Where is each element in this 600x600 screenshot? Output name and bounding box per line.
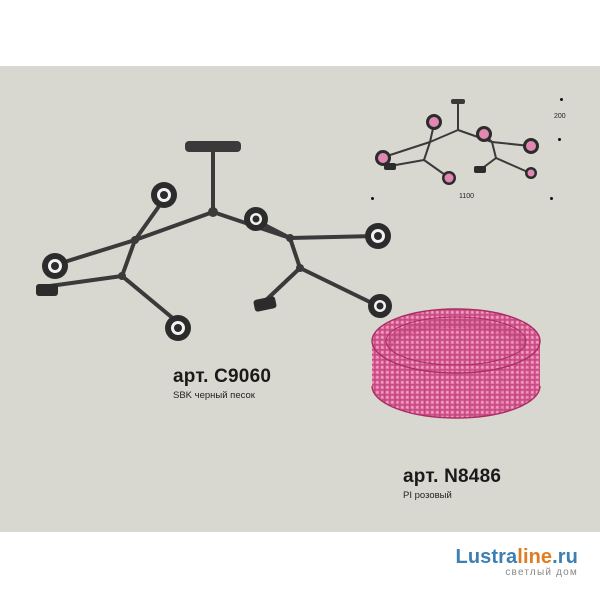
dimension-marker [550,197,553,200]
pink-crystal-shade-image [371,308,541,419]
height-dimension: 200 [554,113,566,120]
width-dimension: 1100 [459,193,475,200]
brand-name-accent: line [517,546,553,568]
brand-logo: Lustraline.ru светлый дом [456,546,578,578]
brand-name-domain: .ru [552,546,578,568]
brand-tagline: светлый дом [505,567,578,578]
product1-article: арт. C9060 [173,366,272,387]
dimension-marker [558,138,561,141]
brand-name-main: Lustra [455,546,518,568]
chandelier-shades [36,182,392,341]
dimension-marker [560,98,563,101]
small-chandelier-shades [375,114,539,185]
product2-article: арт. N8486 [403,466,502,487]
product2-finish: PI розовый [403,490,452,501]
dimension-marker [371,197,374,200]
product1-finish: SBK черный песок [173,390,255,401]
small-chandelier-image [383,99,531,178]
chandelier-image [48,141,378,322]
